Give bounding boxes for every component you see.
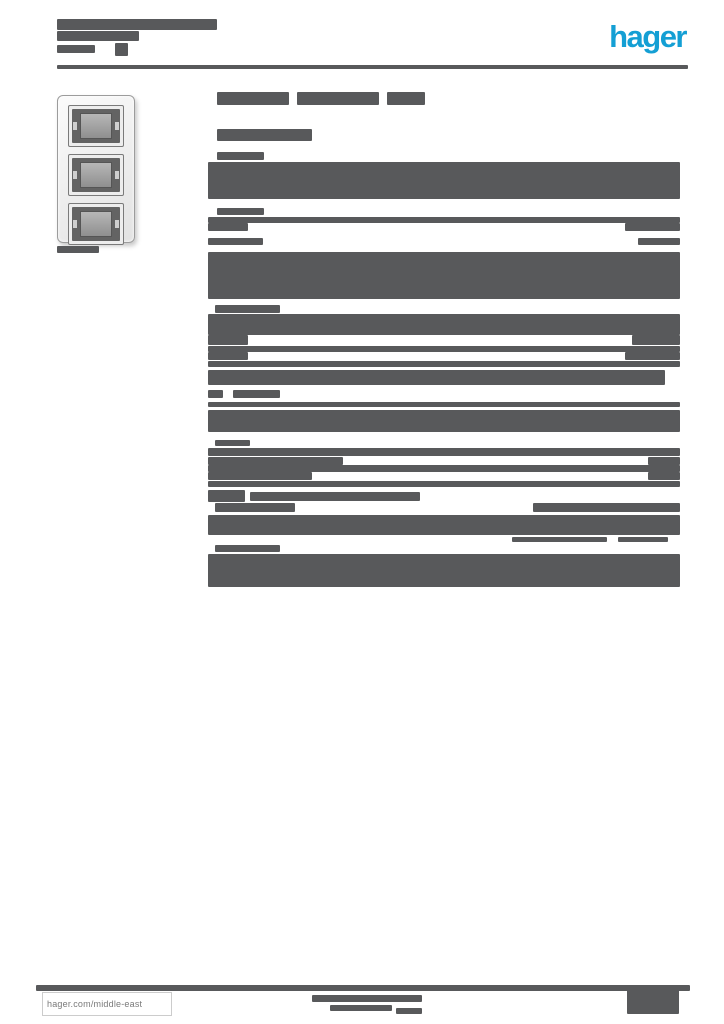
section-text-bar bbox=[208, 465, 680, 472]
section-text-bar bbox=[233, 390, 280, 398]
claw-icon bbox=[115, 171, 119, 179]
section-text-bar bbox=[208, 457, 343, 465]
product-subtitle-bar bbox=[217, 129, 312, 141]
claw-icon bbox=[115, 122, 119, 130]
page-title-bar bbox=[387, 92, 425, 105]
mounting-frame bbox=[72, 158, 120, 192]
claw-icon bbox=[115, 220, 119, 228]
hager-logo: hager bbox=[609, 19, 687, 54]
section-text-bar bbox=[648, 472, 680, 480]
section-text-bar bbox=[632, 335, 680, 345]
header-rule-bar bbox=[57, 65, 688, 69]
section-text-bar bbox=[208, 410, 680, 432]
section-text-bar bbox=[215, 440, 250, 446]
module-insert bbox=[80, 113, 112, 139]
section-text-bar bbox=[208, 352, 248, 360]
section-text-bar bbox=[625, 352, 680, 360]
footer-website-box: hager.com/middle-east bbox=[42, 992, 172, 1016]
frame-window-2 bbox=[68, 154, 124, 196]
section-text-bar bbox=[208, 238, 263, 245]
section-text-bar bbox=[215, 545, 280, 552]
section-text-bar bbox=[512, 537, 607, 542]
header-badge-bar bbox=[115, 43, 128, 56]
header-title-bar bbox=[57, 31, 139, 41]
page-title-bar bbox=[217, 92, 289, 105]
claw-icon bbox=[73, 171, 77, 179]
module-insert bbox=[80, 162, 112, 188]
section-text-bar bbox=[208, 472, 312, 480]
section-text-bar bbox=[208, 314, 680, 335]
section-text-bar bbox=[208, 390, 223, 398]
section-text-bar bbox=[250, 492, 420, 501]
mounting-frame bbox=[72, 207, 120, 241]
product-photo bbox=[57, 95, 135, 245]
section-text-bar bbox=[217, 152, 264, 160]
page-title-bar bbox=[297, 92, 379, 105]
header-title-bar bbox=[57, 45, 95, 53]
mounting-frame bbox=[72, 109, 120, 143]
section-text-bar bbox=[208, 223, 248, 231]
section-text-bar bbox=[208, 162, 680, 199]
footer-center-text-bar bbox=[312, 995, 422, 1002]
section-text-bar bbox=[208, 217, 680, 223]
section-text-bar bbox=[208, 335, 248, 345]
header-title-bar bbox=[57, 19, 217, 30]
product-caption-bar bbox=[57, 246, 99, 253]
section-text-bar bbox=[638, 238, 680, 245]
section-text-bar bbox=[208, 370, 665, 385]
section-text-bar bbox=[208, 252, 680, 299]
section-text-bar bbox=[217, 208, 264, 215]
module-insert bbox=[80, 211, 112, 237]
claw-icon bbox=[73, 122, 77, 130]
section-text-bar bbox=[208, 481, 680, 487]
footer-center-text-bar bbox=[396, 1008, 422, 1014]
section-text-bar bbox=[208, 490, 245, 502]
footer-center-text-bar bbox=[330, 1005, 392, 1011]
section-text-bar bbox=[625, 223, 680, 231]
section-text-bar bbox=[208, 402, 680, 407]
frame-window-1 bbox=[68, 105, 124, 147]
section-text-bar bbox=[533, 503, 680, 512]
frame-window-3 bbox=[68, 203, 124, 245]
section-text-bar bbox=[648, 457, 680, 465]
section-text-bar bbox=[215, 503, 295, 512]
section-text-bar bbox=[208, 515, 680, 535]
section-text-bar bbox=[208, 554, 680, 587]
section-text-bar bbox=[208, 346, 680, 352]
claw-icon bbox=[73, 220, 77, 228]
section-text-bar bbox=[215, 305, 280, 313]
footer-right-block-bar bbox=[627, 990, 679, 1014]
footer-rule-bar bbox=[36, 985, 690, 991]
section-text-bar bbox=[618, 537, 668, 542]
footer-website-link[interactable]: hager.com/middle-east bbox=[47, 999, 143, 1009]
section-text-bar bbox=[208, 361, 680, 367]
section-text-bar bbox=[208, 448, 680, 456]
